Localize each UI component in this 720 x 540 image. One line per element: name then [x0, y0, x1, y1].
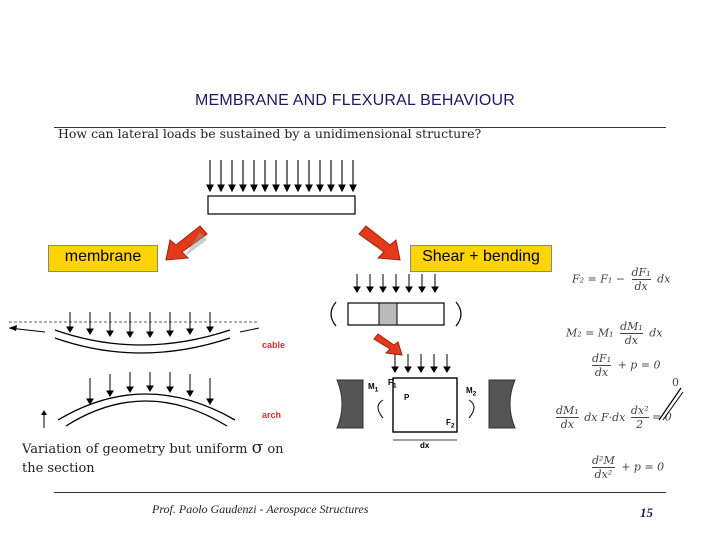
red-arrow-left-icon [165, 225, 208, 261]
equation-3: dF₁ dx + p = 0 [592, 352, 661, 379]
equation-5: d²M dx² + p = 0 [592, 454, 665, 481]
red-arrow-right-icon [358, 225, 401, 261]
top-beam-diagram [206, 160, 357, 215]
membrane-label: membrane [48, 245, 158, 272]
page-number: 15 [640, 505, 653, 520]
question-text: How can lateral loads be sustained by a … [58, 126, 482, 141]
strikethrough-mark [658, 387, 684, 421]
equation-4-top: 0 [672, 376, 679, 389]
red-arrow-down-icon [373, 333, 403, 356]
dx-label: dx [420, 441, 430, 450]
m1-label: M1 [368, 382, 379, 394]
element-diagram [336, 354, 516, 441]
footer-author: Prof. Paolo Gaudenzi - Aerospace Structu… [152, 502, 369, 516]
bottom-rule [54, 492, 666, 493]
shear-bending-label: Shear + bending [410, 245, 552, 272]
slide-title: MEMBRANE AND FLEXURAL BEHAVIOUR [194, 92, 516, 109]
beam-segment-diagram [330, 274, 462, 327]
variation-text-line2: the section [22, 461, 95, 476]
equation-1: F₂ = F₁ − dF₁ dx dx [572, 266, 671, 293]
m2-label: M2 [466, 386, 477, 398]
cable-label: cable [262, 340, 286, 350]
cable-diagram [8, 312, 260, 354]
f2-label: F2 [446, 418, 455, 430]
variation-text-on: on [267, 442, 284, 457]
sigma-symbol: σ [251, 438, 264, 458]
variation-text-line1: Variation of geometry but uniform σ on [22, 438, 284, 458]
p-label: P [404, 393, 410, 402]
equation-2: M₂ = M₁ dM₁ dx dx [566, 320, 663, 347]
top-rule [54, 127, 666, 128]
f1-label: F1 [388, 378, 397, 390]
equation-4: dM₁ dx dx F·dx dx² 2 = 0 [556, 404, 672, 431]
arch-diagram [41, 372, 236, 428]
variation-text: Variation of geometry but uniform [22, 442, 248, 457]
arch-label: arch [262, 410, 282, 420]
